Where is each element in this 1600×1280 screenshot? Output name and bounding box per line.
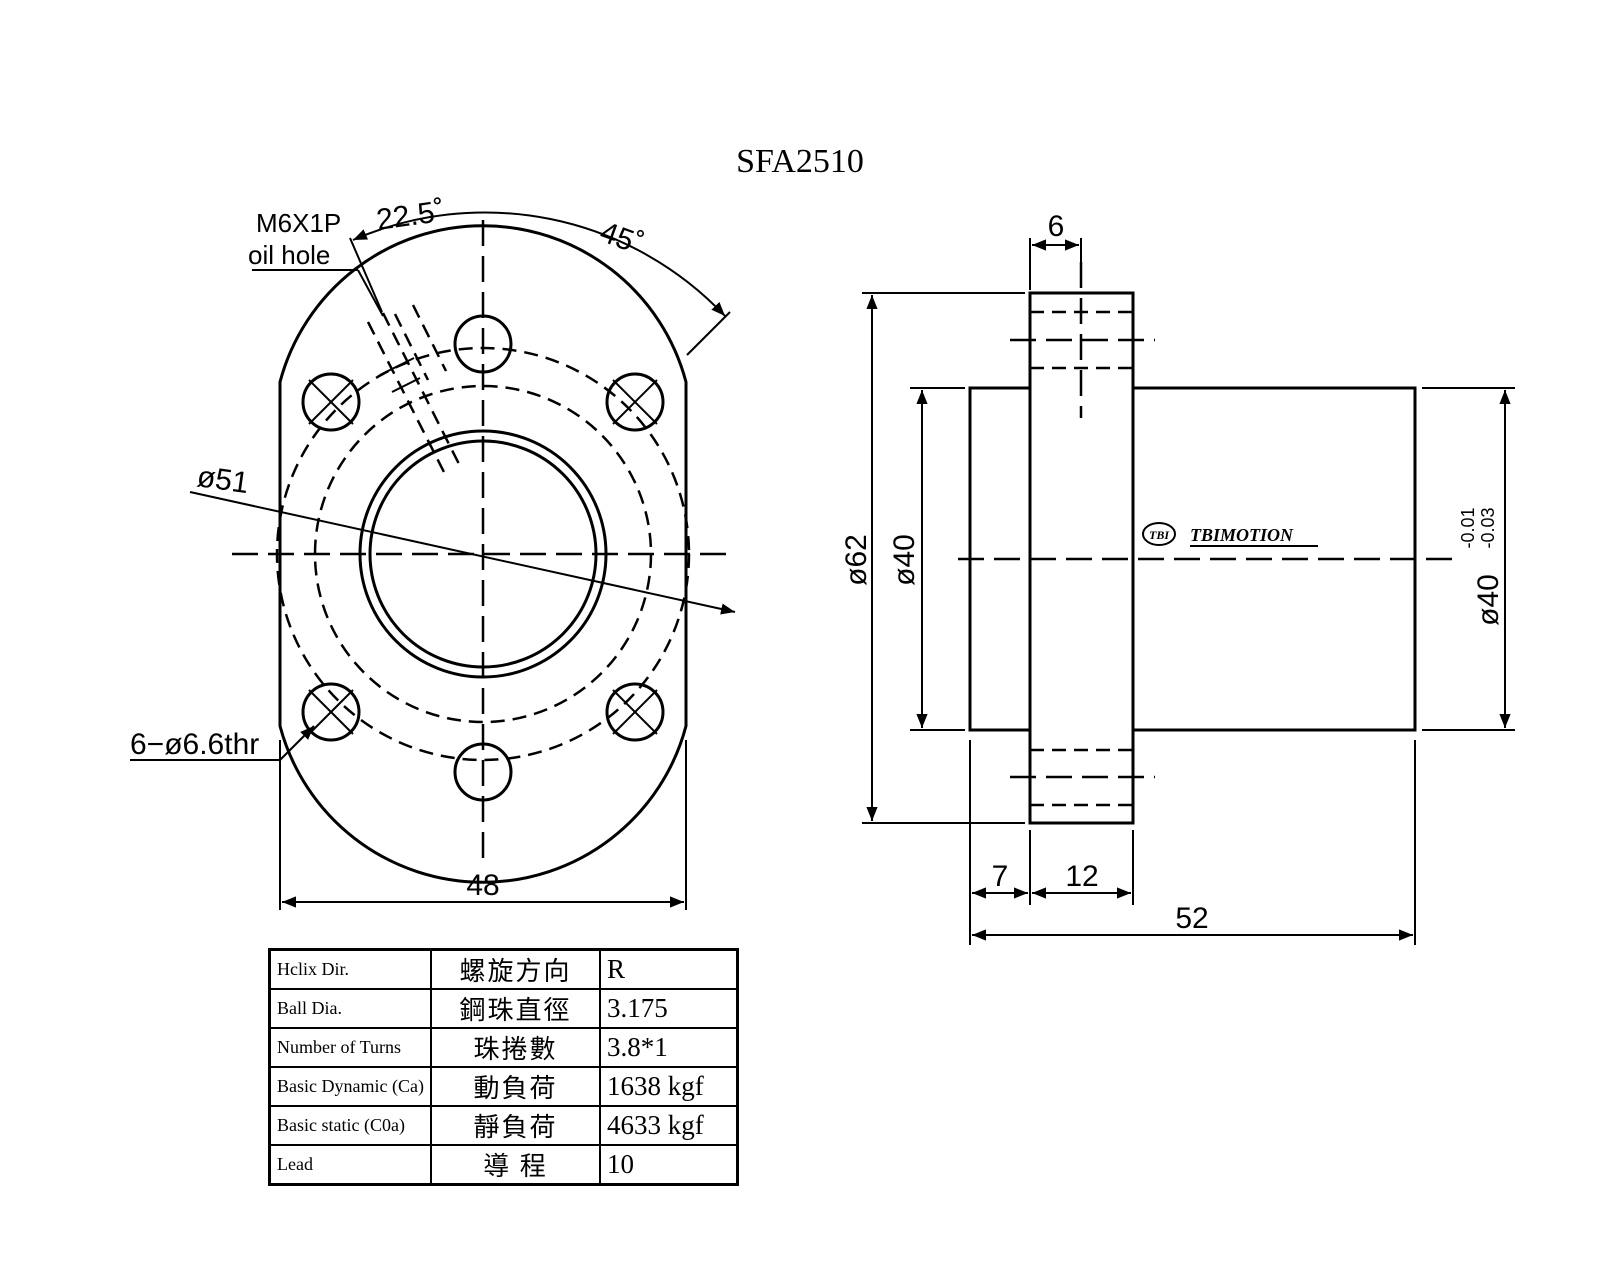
mounting-hole [301,682,361,742]
holes-label: 6−ø6.6thr [130,728,259,761]
spec-value: 10 [598,1144,739,1186]
spec-english-label: Ball Dia. [268,988,432,1029]
oil-hole-label-1: M6X1P [256,208,341,238]
logo-emblem [1142,522,1176,546]
drawing-title: SFA2510 [736,143,864,180]
spec-chinese-label: 導 程 [429,1144,601,1186]
total-length-label: 52 [1175,902,1208,935]
body-tol-lower: -0.03 [1478,507,1498,548]
spec-value: 4633 kgf [598,1105,739,1146]
oil-hole-extension-line [349,237,383,313]
spec-value: 1638 kgf [598,1066,739,1107]
front-view: 22.5˚ 45˚ M6X1P oil hole ø51 6−ø6.6thr 4… [130,195,736,910]
width-label: 48 [466,869,499,902]
holes-leader [279,725,315,761]
mounting-hole [605,372,665,432]
pilot-length-label: 7 [992,860,1009,893]
angle-extension-line [686,311,731,356]
oil-hole-passage [366,304,464,479]
spec-chinese-label: 珠捲數 [429,1027,601,1068]
spec-value: R [598,948,739,990]
spec-english-label: Number of Turns [268,1027,432,1068]
logo-mark: TBI [1149,528,1170,542]
body-tol-upper: -0.01 [1458,507,1478,548]
spec-value: 3.8*1 [598,1027,739,1068]
pcd-label: ø51 [195,460,251,500]
angle-dimension-arc [352,211,726,317]
spec-value: 3.175 [598,988,739,1029]
flange-length-label: 12 [1065,860,1098,893]
body-dia-label: ø40 [1472,574,1505,626]
spec-chinese-label: 靜負荷 [429,1105,601,1146]
pcd-leader-line [189,491,736,615]
spec-english-label: Hclix Dir. [268,948,432,990]
spec-english-label: Basic static (C0a) [268,1105,432,1146]
mounting-hole [605,682,665,742]
mounting-hole [301,372,361,432]
oil-hole-label-2: oil hole [248,240,330,270]
tbimotion-logo: TBI TBIMOTION [1142,522,1318,547]
spec-english-label: Lead [268,1144,432,1186]
spec-english-label: Basic Dynamic (Ca) [268,1066,432,1107]
logo-text: TBIMOTION [1190,525,1294,545]
thk-label: 6 [1048,210,1065,243]
side-view: 6 ø62 ø40 ø40 -0.01 -0.03 7 12 52 TBI T [840,210,1515,945]
spec-chinese-label: 鋼珠直徑 [429,988,601,1029]
angle-large-label: 45˚ [596,216,648,262]
spec-chinese-label: 動負荷 [429,1066,601,1107]
d62-label: ø62 [840,534,873,586]
oil-hole-leader [357,269,384,317]
spec-chinese-label: 螺旋方向 [429,948,601,990]
d40-label: ø40 [888,534,921,586]
